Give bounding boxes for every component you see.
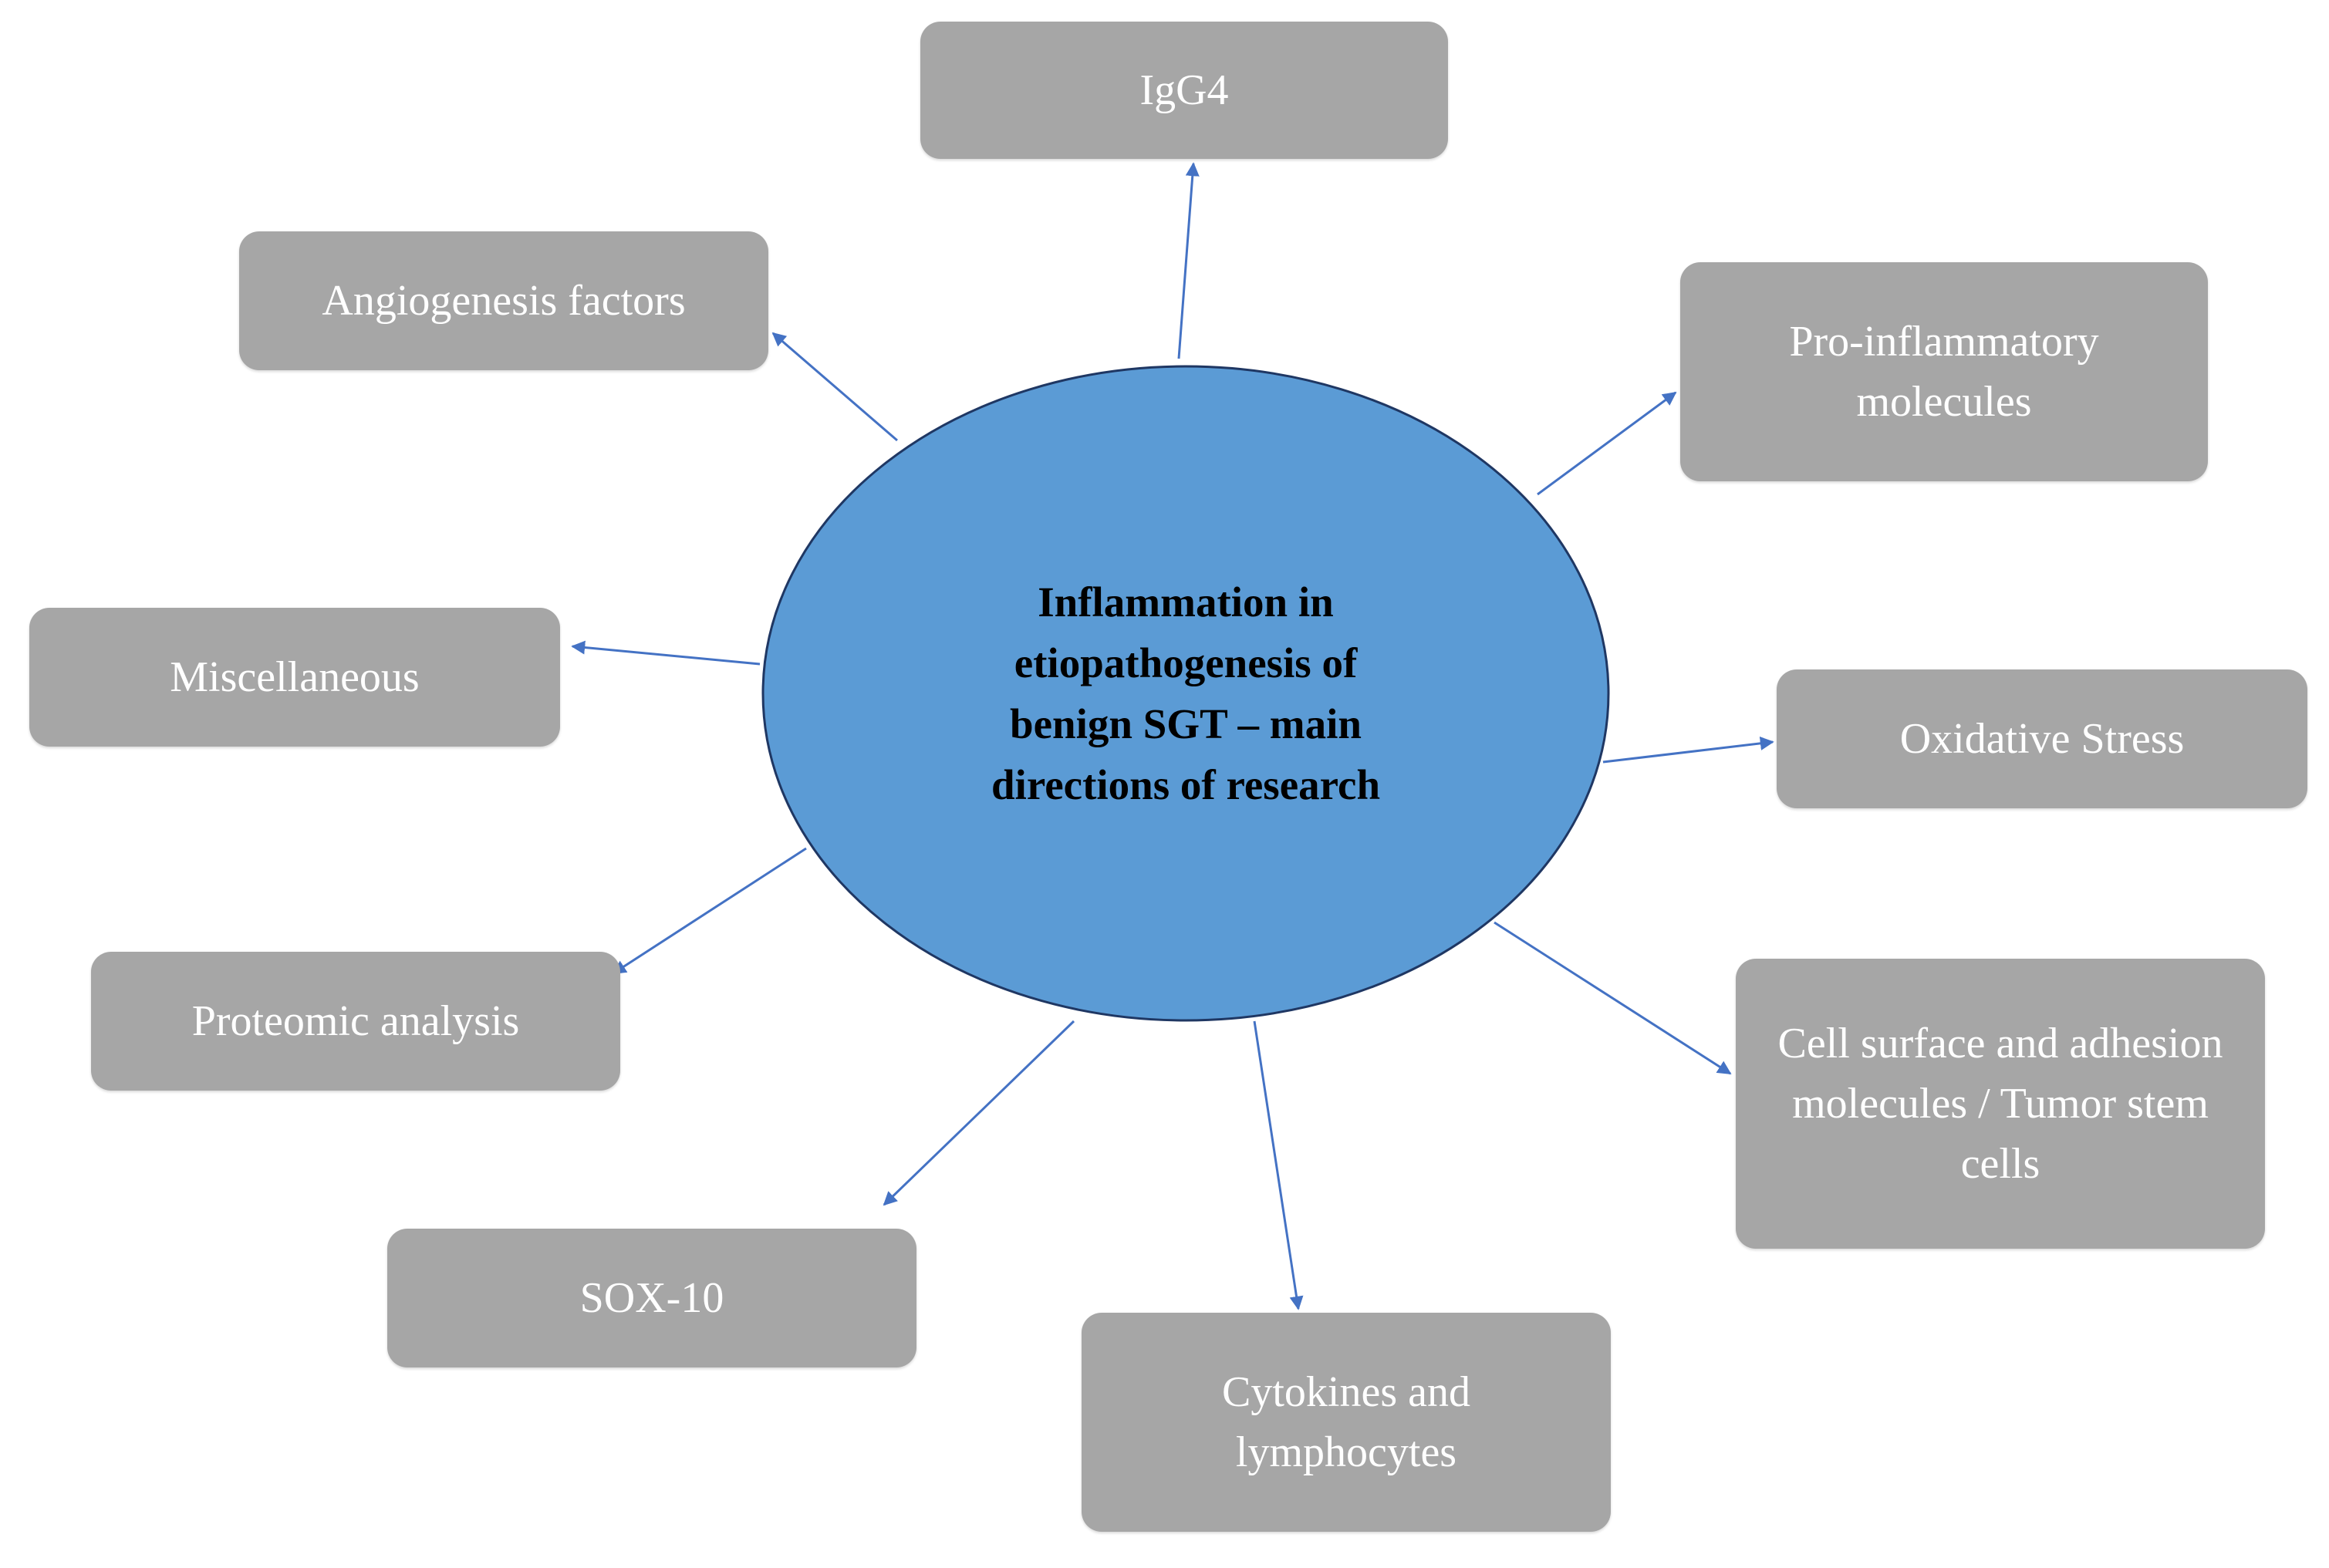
node-label: Cytokines and lymphocytes: [1222, 1368, 1470, 1476]
node-proteomic-analysis: Proteomic analysis: [91, 952, 620, 1091]
connector-arrow-cytokines: [1253, 1020, 1304, 1310]
connector-arrow-pro-inflammatory: [1537, 391, 1677, 496]
connector-arrow-miscellaneous: [571, 640, 761, 666]
connector-arrow-oxidative-stress: [1602, 736, 1774, 764]
node-label: IgG4: [1139, 66, 1229, 114]
node-label: Proteomic analysis: [191, 997, 520, 1045]
node-label: Miscellaneous: [170, 653, 420, 701]
node-miscellaneous: Miscellaneous: [29, 608, 560, 747]
node-label: SOX-10: [579, 1274, 724, 1322]
connector-arrow-angiogenesis: [771, 332, 898, 442]
node-label: Pro-inflammatory molecules: [1789, 318, 2099, 426]
connector-arrow-sox10: [883, 1020, 1075, 1206]
center-ellipse: [761, 365, 1610, 1022]
node-oxidative-stress: Oxidative Stress: [1777, 669, 2307, 808]
connector-arrow-proteomic: [612, 847, 807, 975]
node-sox-10: SOX-10: [387, 1229, 916, 1367]
node-label: Oxidative Stress: [1899, 715, 2185, 763]
node-label: Angiogenesis factors: [322, 277, 686, 325]
connector-arrow-cell-surface: [1494, 921, 1732, 1075]
node-label: Cell surface and adhesion molecules / Tu…: [1777, 1020, 2223, 1188]
node-pro-inflammatory-molecules: Pro-inflammatory molecules: [1680, 262, 2208, 481]
connector-arrow-igg4: [1177, 162, 1200, 359]
node-cell-surface-adhesion-molecules: Cell surface and adhesion molecules / Tu…: [1736, 959, 2265, 1249]
node-cytokines-and-lymphocytes: Cytokines and lymphocytes: [1082, 1313, 1611, 1532]
node-angiogenesis-factors: Angiogenesis factors: [239, 231, 768, 370]
node-igg4: IgG4: [920, 22, 1448, 159]
center-topic-label: Inflammation in etiopathogenesis of beni…: [991, 578, 1381, 808]
